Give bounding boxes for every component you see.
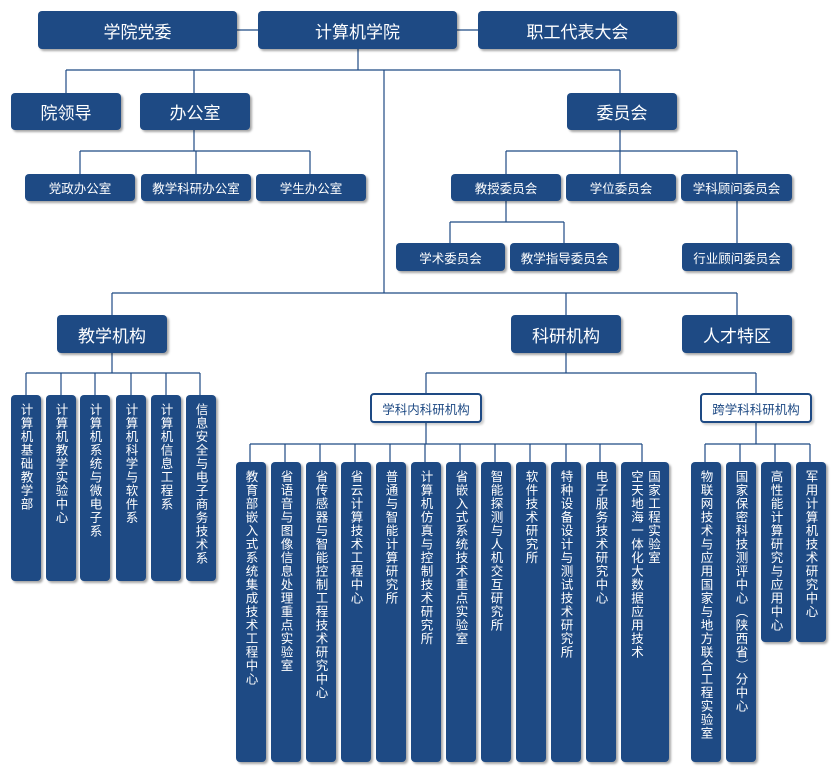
teaching-child-label: 计算机系统与微电子系 [87,403,103,538]
teaching-child: 计算机信息工程系 [151,395,181,581]
committee-child-professor: 教授委员会 [451,174,561,201]
committee-child-degree: 学位委员会 [566,174,676,201]
party-committee-box: 学院党委 [38,11,237,49]
intra-research-child: 软件技术研究所 [516,462,546,762]
intra-research-child: 省传感器与智能控制工程技术研究中心 [306,462,336,762]
intra-research-child-label: 电子服务技术研究中心 [593,470,609,605]
intra-research-child-label: 智能探测与人机交互研究所 [488,470,504,632]
cross-research-child-label: 军用计算机技术研究中心 [803,470,819,619]
intra-research-child: 省嵌入式系统技术重点实验室 [446,462,476,762]
cross-research-child: 军用计算机技术研究中心 [796,462,826,642]
office-box: 办公室 [140,93,250,130]
intra-research-child: 省语音与图像信息处理重点实验室 [271,462,301,762]
professor-child-academic: 学术委员会 [396,243,505,271]
cross-discipline-research-label: 跨学科科研机构 [700,393,812,423]
root-box: 计算机学院 [258,11,457,49]
intra-research-child-national-lab: 国家工程实验室 空天地海一体化大数据应用技术 [621,462,669,762]
teaching-box: 教学机构 [57,315,167,353]
cross-research-child-label: 物联网技术与应用国家与地方联合工程实验室 [698,470,714,740]
cross-research-child-label: 高性能计算研究与应用中心 [768,470,784,632]
office-child-student: 学生办公室 [256,174,366,201]
teaching-child: 计算机科学与软件系 [116,395,146,581]
teaching-child-label: 计算机信息工程系 [158,403,174,511]
cross-research-child: 国家保密科技测评中心（陕西省）分中心 [726,462,756,762]
cross-research-child-label: 国家保密科技测评中心（陕西省）分中心 [733,470,749,713]
advisory-child-industry: 行业顾问委员会 [682,243,792,271]
intra-research-child-label: 省语音与图像信息处理重点实验室 [278,470,294,673]
intra-discipline-research-label: 学科内科研机构 [370,393,482,423]
office-child-teaching-research: 教学科研办公室 [141,174,251,201]
professor-child-teaching-guidance: 教学指导委员会 [510,243,619,271]
intra-research-child: 教育部嵌入式系统集成技术工程中心 [236,462,266,762]
intra-research-child-label: 普通与智能计算研究所 [383,470,399,605]
teaching-child-label: 计算机科学与软件系 [123,403,139,525]
intra-research-child-label: 软件技术研究所 [523,470,539,565]
intra-research-child-label: 省嵌入式系统技术重点实验室 [453,470,469,646]
committee-box: 委员会 [567,93,677,130]
intra-research-child-label: 省云计算技术工程中心 [348,470,364,605]
intra-research-child-label: 教育部嵌入式系统集成技术工程中心 [243,470,259,686]
staff-congress-box: 职工代表大会 [478,11,677,49]
intra-research-child: 计算机仿真与控制技术研究所 [411,462,441,762]
intra-research-child-label: 特种设备设计与测试技术研究所 [558,470,574,659]
intra-research-child-label: 计算机仿真与控制技术研究所 [418,470,434,646]
intra-research-child: 智能探测与人机交互研究所 [481,462,511,762]
teaching-child-label: 信息安全与电子商务技术系 [193,403,209,565]
talent-zone-box: 人才特区 [682,315,792,353]
teaching-child: 计算机系统与微电子系 [80,395,110,581]
office-child-party-admin: 党政办公室 [25,174,135,201]
intra-research-child-label: 省传感器与智能控制工程技术研究中心 [313,470,329,700]
teaching-child: 计算机基础教学部 [11,395,41,581]
research-box: 科研机构 [511,315,621,353]
intra-research-child-label: 国家工程实验室 [646,470,661,565]
teaching-child: 信息安全与电子商务技术系 [186,395,216,581]
intra-research-child: 电子服务技术研究中心 [586,462,616,762]
cross-research-child: 物联网技术与应用国家与地方联合工程实验室 [691,462,721,762]
teaching-child: 计算机教学实验中心 [46,395,76,581]
teaching-child-label: 计算机基础教学部 [18,403,34,511]
teaching-child-label: 计算机教学实验中心 [53,403,69,525]
leadership-box: 院领导 [11,93,121,130]
committee-child-advisory: 学科顾问委员会 [681,174,792,201]
intra-research-child: 普通与智能计算研究所 [376,462,406,762]
cross-research-child: 高性能计算研究与应用中心 [761,462,791,642]
intra-research-child-label: 空天地海一体化大数据应用技术 [629,470,644,659]
intra-research-child: 特种设备设计与测试技术研究所 [551,462,581,762]
intra-research-child: 省云计算技术工程中心 [341,462,371,762]
